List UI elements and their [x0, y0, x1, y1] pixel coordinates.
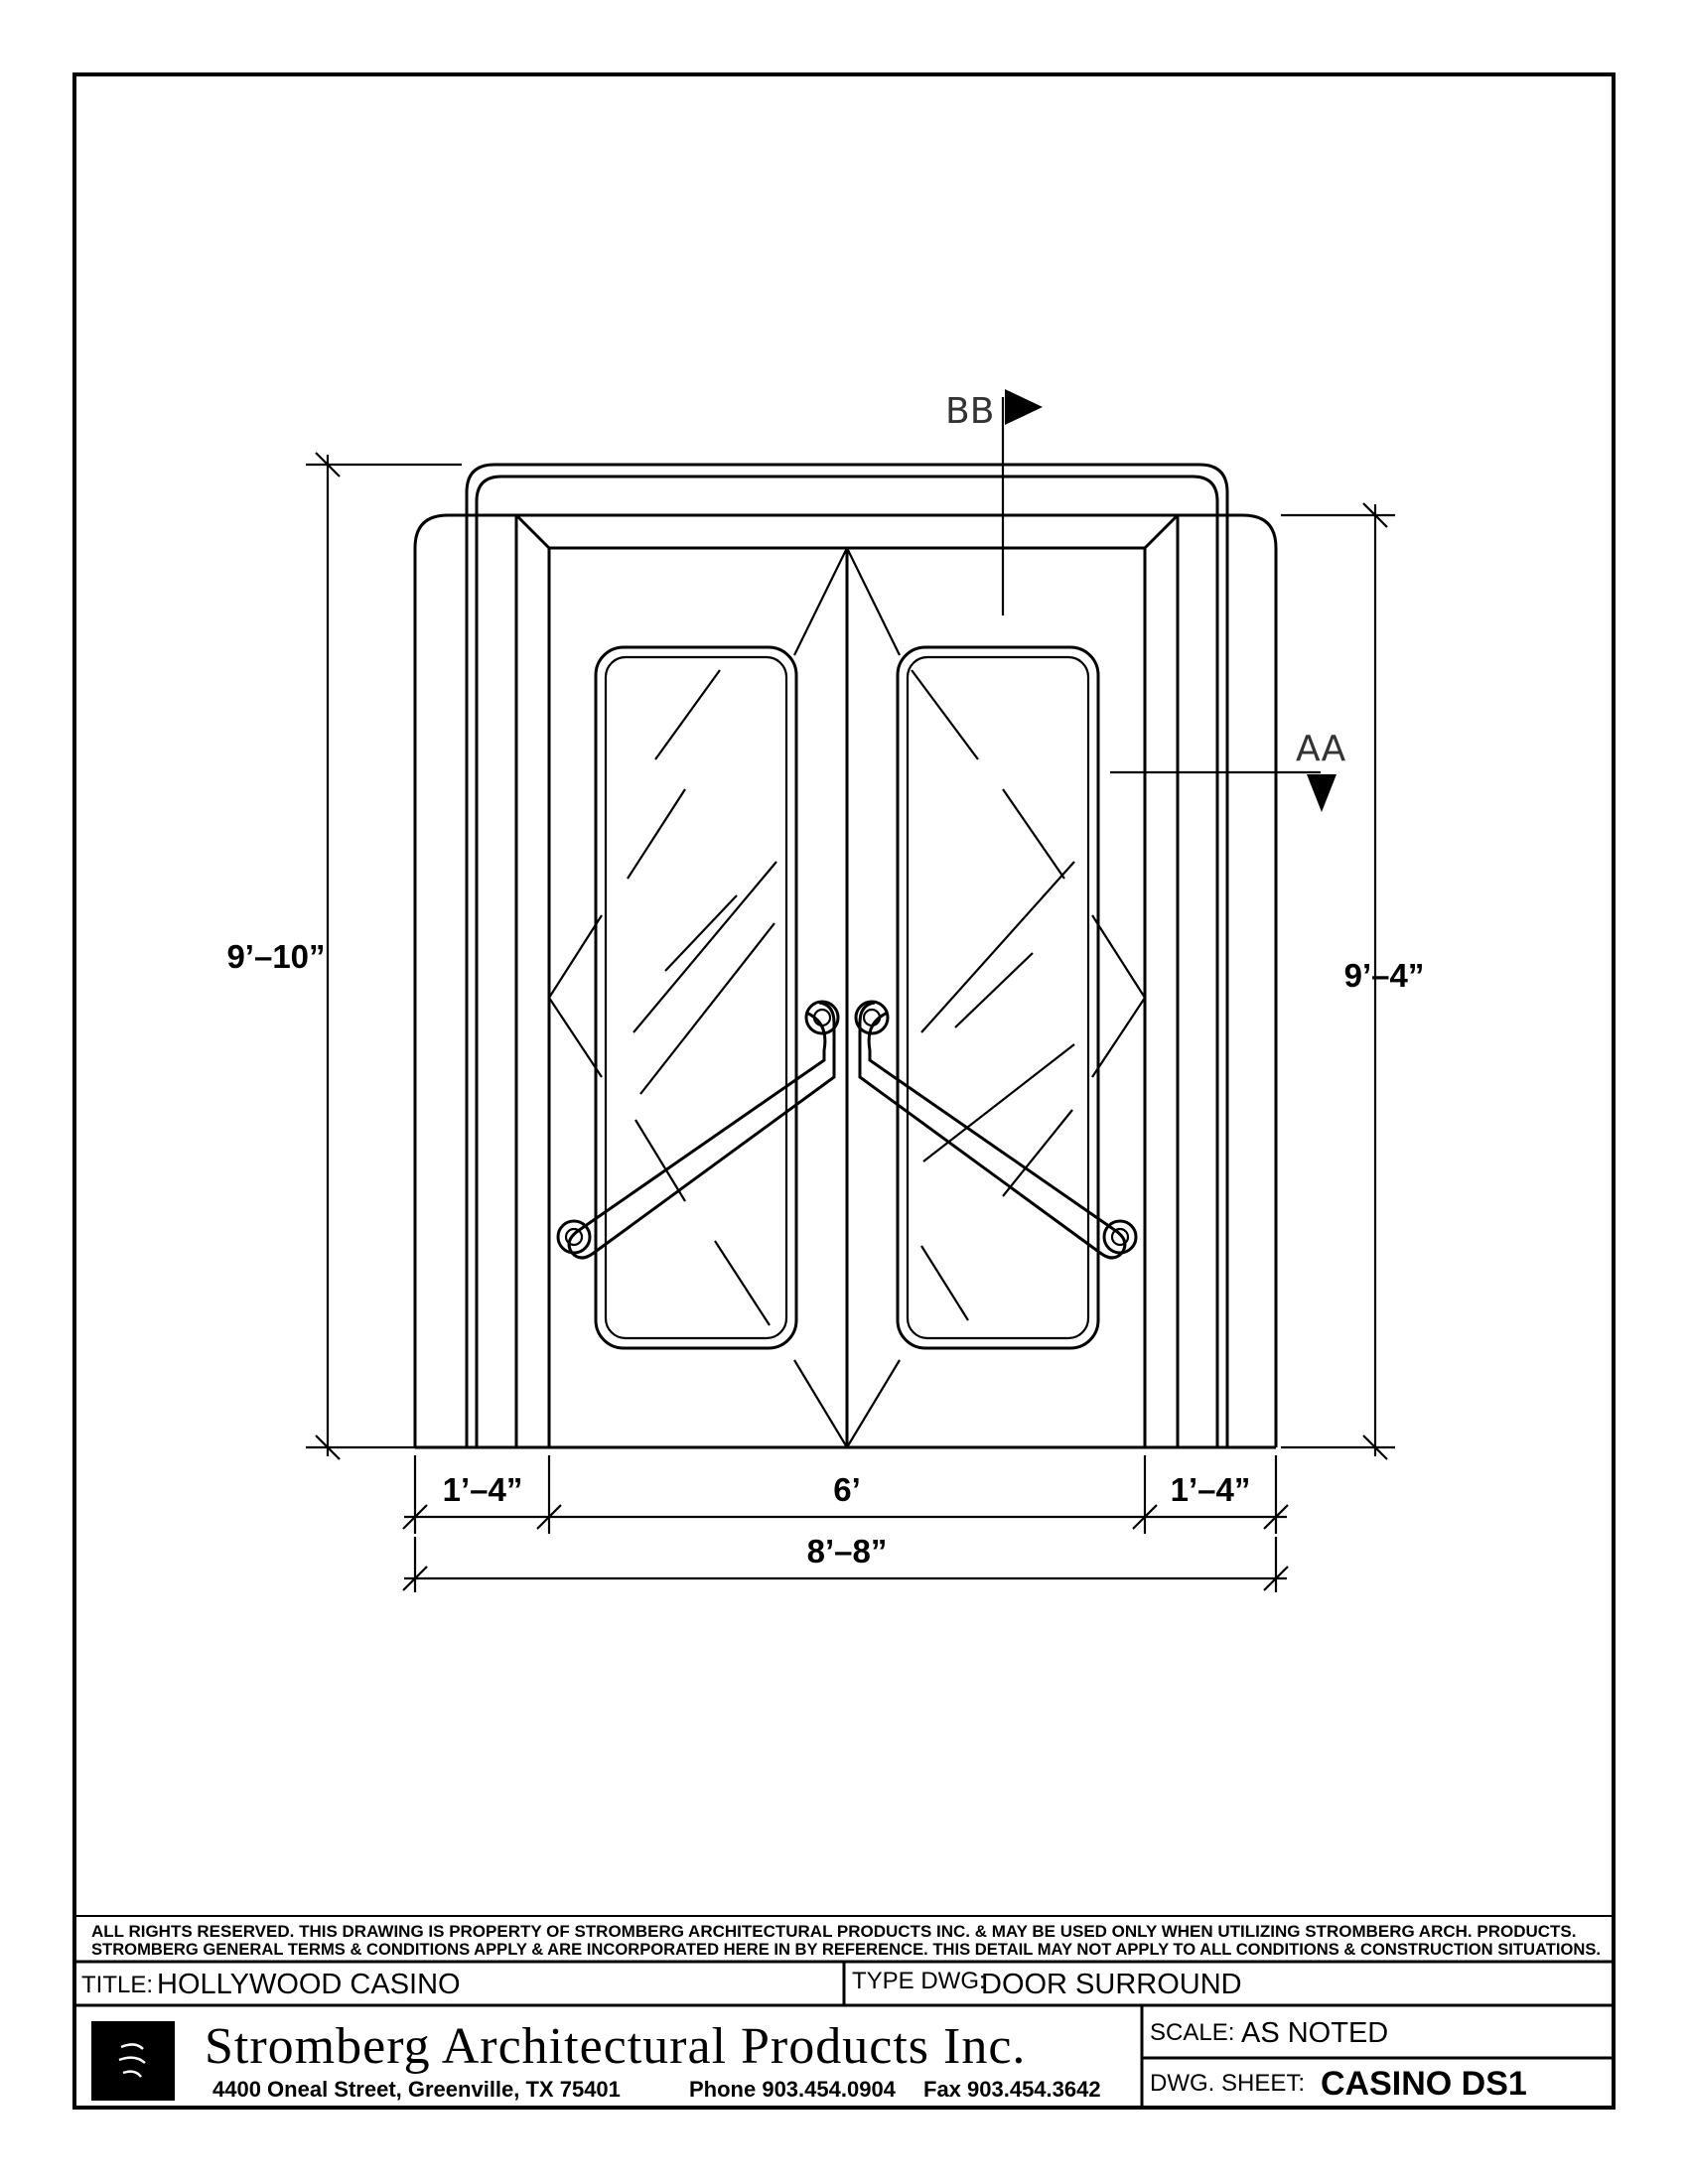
dim-overall-height-text: 9’–10”: [226, 938, 325, 975]
right-glass-outer: [896, 645, 1100, 1350]
dim-opening-width-text: 6’: [833, 1471, 861, 1508]
company-logo: [91, 2021, 175, 2101]
section-label-bb: BB: [945, 391, 994, 432]
dim-overall-width: [402, 1537, 1289, 1592]
company-fax: Fax 903.454.3642: [923, 2077, 1101, 2102]
scale-label: SCALE:: [1150, 2019, 1234, 2046]
notice-line-2: STROMBERG GENERAL TERMS & CONDITIONS APP…: [91, 1940, 1601, 1959]
left-glass-reflections: [627, 669, 777, 1326]
section-mark-bb: [1001, 389, 1043, 615]
left-glass-outer: [594, 645, 798, 1350]
dim-overall-height: [306, 452, 462, 1460]
left-pull-handle: [556, 1000, 840, 1260]
title-label: TITLE:: [81, 1972, 153, 1998]
frame-miter-right: [1143, 513, 1180, 550]
right-glass-inner: [906, 655, 1090, 1340]
top-band-outer: [465, 463, 1229, 1447]
sheet-label: DWG. SHEET:: [1150, 2070, 1305, 2097]
type-dwg-value: DOOR SURROUND: [981, 1969, 1242, 2000]
right-pull-handle: [854, 1000, 1138, 1260]
notice-line-1: ALL RIGHTS RESERVED. THIS DRAWING IS PRO…: [91, 1922, 1576, 1941]
dim-opening-height-text: 9’–4”: [1344, 957, 1425, 994]
section-mark-aa: [1110, 770, 1336, 812]
title-block: [74, 1915, 1614, 2108]
top-diamond-right: [846, 547, 901, 656]
bottom-diamond-right: [846, 1359, 901, 1448]
bottom-diamond-left: [793, 1359, 848, 1448]
company-phone: Phone 903.454.0904: [689, 2077, 897, 2102]
sheet-value: CASINO DS1: [1321, 2065, 1527, 2103]
door-surround-elevation: [413, 463, 1278, 1449]
dim-overall-width-text: 8’–8”: [807, 1533, 888, 1570]
scale-value: AS NOTED: [1241, 2017, 1388, 2049]
top-band-inner: [475, 475, 1219, 1447]
dim-opening-height: [1281, 502, 1395, 1460]
dim-right-side-text: 1’–4”: [1171, 1471, 1251, 1508]
frame-miter-left: [514, 513, 551, 550]
dim-width-segments: [402, 1455, 1289, 1534]
type-dwg-label: TYPE DWG:: [852, 1968, 986, 1994]
outer-surround: [413, 513, 1278, 1447]
left-glass-inner: [604, 655, 788, 1340]
title-value: HOLLYWOOD CASINO: [157, 1969, 461, 2000]
section-label-aa: AA: [1296, 729, 1346, 769]
right-side-diamond: [1091, 914, 1147, 1078]
dim-left-side-text: 1’–4”: [443, 1471, 523, 1508]
sheet-border: [72, 72, 1616, 2110]
right-glass-reflections: [911, 669, 1075, 1321]
left-side-diamond: [547, 914, 603, 1078]
top-diamond-left: [793, 547, 848, 656]
company-address: 4400 Oneal Street, Greenville, TX 75401: [212, 2077, 621, 2102]
company-name: Stromberg Architectural Products Inc.: [205, 2018, 1026, 2075]
logo-mark: [118, 2043, 146, 2078]
